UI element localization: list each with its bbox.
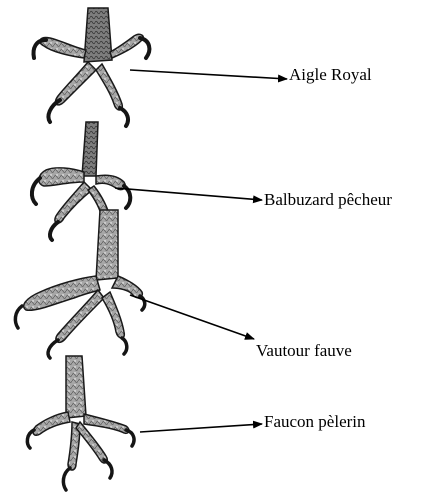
peregrine-falcon-foot — [27, 356, 134, 490]
arrow-3 — [130, 295, 254, 339]
arrow-2 — [115, 188, 262, 200]
arrow-1 — [130, 70, 287, 79]
label-faucon-pelerin: Faucon pèlerin — [264, 413, 366, 430]
label-vautour-fauve: Vautour fauve — [256, 342, 352, 359]
arrow-4 — [140, 424, 262, 432]
griffon-vulture-foot — [15, 210, 144, 358]
label-balbuzard-pecheur: Balbuzard pêcheur — [264, 191, 392, 208]
label-aigle-royal: Aigle Royal — [289, 66, 372, 83]
golden-eagle-foot — [34, 8, 150, 126]
